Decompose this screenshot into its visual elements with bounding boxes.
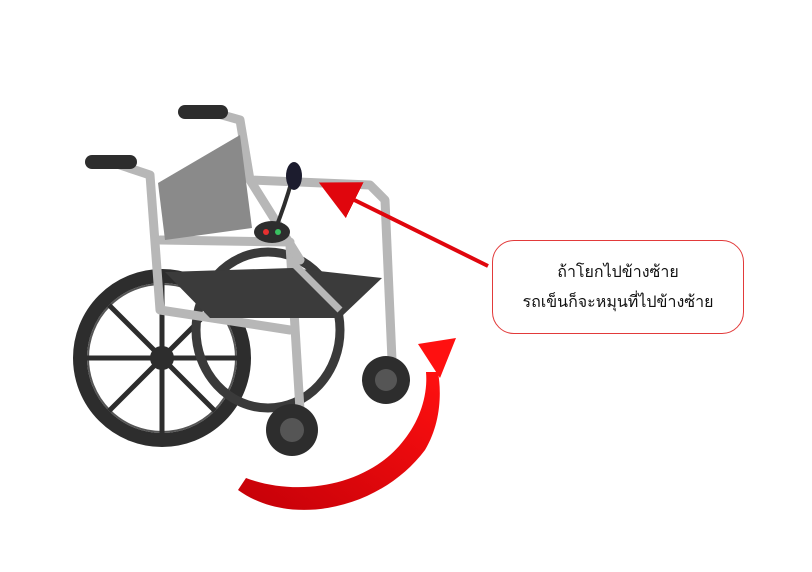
curved-rotation-arrow (238, 338, 456, 510)
wheelchair-illustration (73, 105, 410, 456)
rear-wheel (73, 269, 251, 447)
red-pointer-arrow (318, 182, 489, 268)
backrest (158, 135, 252, 240)
front-caster-wheel (266, 404, 318, 456)
rear-caster-wheel (362, 356, 410, 404)
callout-line-2: รถเข็นก็จะหมุนที่ไปข้างซ้าย (522, 292, 714, 311)
far-wheel (191, 247, 345, 413)
seat (165, 268, 382, 318)
joystick-control (254, 162, 302, 243)
right-handle (178, 105, 228, 119)
callout-line-1: ถ้าโยกไปข้างซ้าย (557, 262, 679, 281)
left-handle (85, 155, 137, 169)
callout-box: ถ้าโยกไปข้างซ้าย รถเข็นก็จะหมุนที่ไปข้าง… (492, 240, 744, 334)
